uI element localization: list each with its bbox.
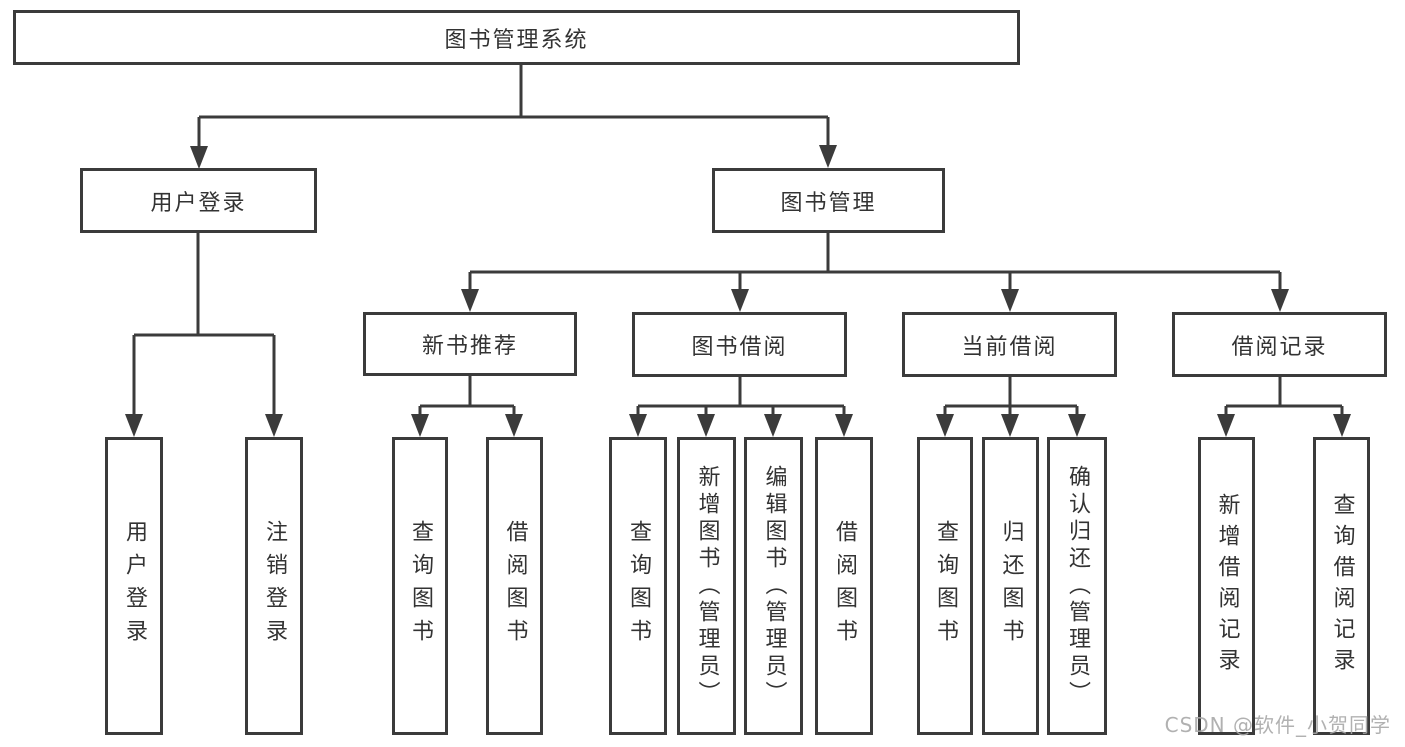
node-leaf-borrow-books-recommend: 借阅图书 (486, 437, 543, 735)
node-new-book-recommend-label: 新书推荐 (421, 334, 518, 359)
node-leaf-add-borrow-record: 新增借阅记录 (1198, 437, 1255, 735)
node-book-management: 图书管理 (712, 168, 945, 233)
node-leaf-add-books-admin: 新增图书（管理员） (677, 437, 736, 735)
node-leaf-user-login: 用户登录 (105, 437, 163, 735)
node-book-borrow-label: 图书借阅 (691, 334, 788, 360)
node-leaf-logout: 注销登录 (245, 437, 303, 735)
arrowheads (125, 145, 1351, 437)
node-leaf-confirm-return-admin: 确认归还（管理员） (1047, 437, 1107, 735)
csdn-watermark: CSDN @软件_小贺同学 (1164, 713, 1391, 737)
node-book-borrow: 图书借阅 (632, 312, 847, 377)
node-leaf-query-books-current: 查询图书 (917, 437, 973, 735)
node-borrow-records: 借阅记录 (1172, 312, 1387, 377)
node-borrow-records-label: 借阅记录 (1231, 334, 1328, 360)
node-leaf-query-books-recommend: 查询图书 (392, 437, 448, 735)
node-leaf-edit-books-admin: 编辑图书（管理员） (744, 437, 803, 735)
node-root-label: 图书管理系统 (444, 27, 589, 53)
node-leaf-borrow-books: 借阅图书 (815, 437, 873, 735)
node-user-login: 用户登录 (80, 168, 317, 233)
node-user-login-label: 用户登录 (150, 190, 247, 216)
node-new-book-recommend: 新书推荐 (363, 312, 577, 376)
node-current-borrow: 当前借阅 (902, 312, 1117, 377)
node-book-management-label: 图书管理 (780, 190, 877, 216)
node-leaf-query-borrow-record: 查询借阅记录 (1313, 437, 1370, 735)
node-current-borrow-label: 当前借阅 (961, 334, 1058, 360)
node-leaf-return-books: 归还图书 (982, 437, 1039, 735)
node-leaf-query-books-borrow: 查询图书 (609, 437, 667, 735)
node-root: 图书管理系统 (13, 10, 1020, 65)
